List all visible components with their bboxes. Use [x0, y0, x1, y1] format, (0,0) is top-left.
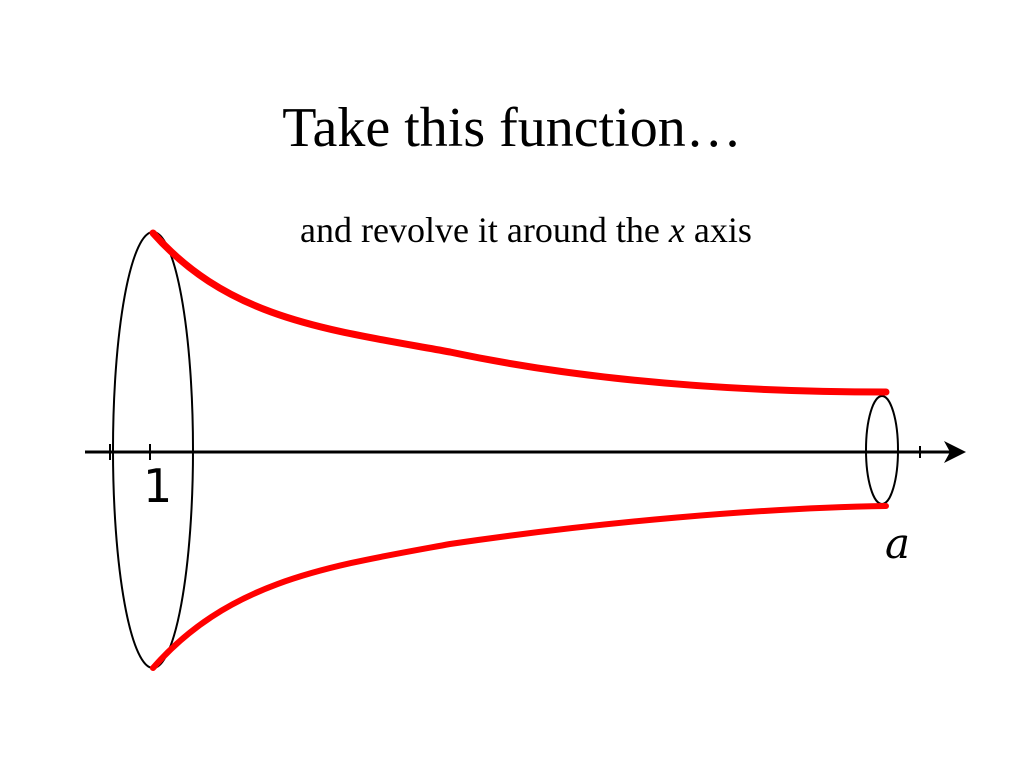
- subtitle-variable: x: [668, 210, 685, 250]
- x-label-one: 1: [143, 459, 172, 513]
- subtitle-text-after: axis: [684, 210, 752, 250]
- right-disk-ellipse: [865, 395, 899, 505]
- function-curve-lower: [150, 503, 889, 671]
- left-disk-ellipse: [112, 231, 194, 669]
- function-curve-upper: [149, 229, 890, 396]
- subtitle-text-before: and revolve it around the: [300, 210, 669, 250]
- slide-subtitle: and revolve it around the x axis: [300, 212, 752, 248]
- x-axis-arrowhead: [944, 441, 966, 463]
- x-label-a: a: [885, 519, 910, 568]
- slide-title: Take this function…: [282, 97, 742, 159]
